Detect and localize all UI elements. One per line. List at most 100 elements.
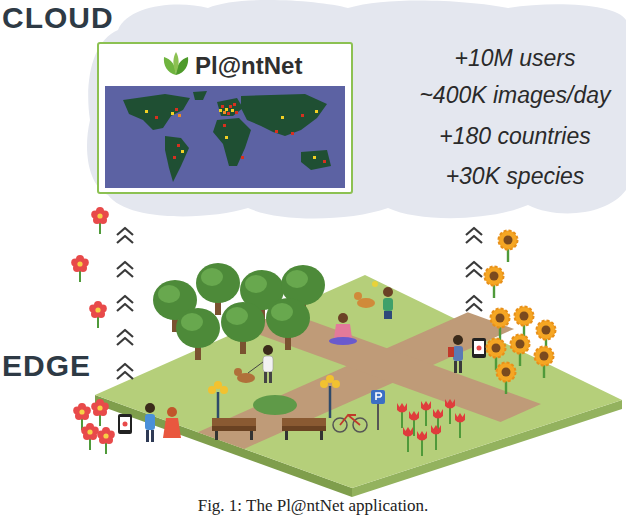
- park-illustration-part: [95, 275, 622, 488]
- park-illustration-part: [118, 414, 132, 434]
- park-illustration-part: [535, 347, 554, 379]
- observation-dots-part: [313, 156, 316, 159]
- parking-sign-part: [371, 390, 385, 404]
- street-lamp-part: [329, 386, 332, 418]
- person-walking-dog-part: [234, 368, 242, 376]
- world-map-part: [301, 150, 331, 170]
- world-map-part: [165, 136, 189, 182]
- people-walking-part: [145, 403, 155, 413]
- park-illustration-part: [117, 296, 133, 311]
- parking-sign-part: [376, 393, 382, 400]
- park-illustration-part: [472, 338, 486, 358]
- street-lamp-part: [214, 381, 222, 389]
- observation-dots-part: [223, 124, 226, 127]
- observation-dots-part: [229, 105, 232, 108]
- logo-leaves-part: [173, 52, 178, 73]
- park-illustration-part: [466, 296, 482, 311]
- world-map-part: [193, 91, 207, 100]
- observation-dots-part: [301, 114, 304, 117]
- street-lamp-part: [326, 375, 334, 383]
- bench-part: [282, 418, 326, 426]
- park-illustration-part: [89, 301, 107, 328]
- park-illustration-part: [117, 262, 133, 277]
- park-illustration-part: [431, 425, 441, 450]
- app-name: Pl@ntNet: [195, 51, 345, 80]
- bench-part: [215, 431, 218, 440]
- park-illustration-part: [117, 330, 133, 345]
- park-illustration-part: [403, 427, 413, 452]
- observation-dots-part: [241, 156, 244, 159]
- observation-dots-part: [225, 136, 228, 139]
- park-illustration-part: [491, 309, 510, 341]
- park-illustration-part: [417, 431, 427, 456]
- park-illustration-part: [497, 363, 516, 395]
- observation-dots-part: [291, 132, 294, 135]
- people-walking-part: [151, 430, 154, 442]
- figure-caption: Fig. 1: The Pl@ntNet application.: [0, 496, 626, 516]
- person-walking-dog: [234, 345, 273, 383]
- bench-part: [285, 431, 288, 440]
- parking-sign-part: [377, 402, 379, 430]
- world-map-part: [213, 118, 251, 166]
- observation-dots-part: [171, 112, 174, 115]
- park-illustration-part: [176, 308, 220, 360]
- person-yoga-part: [334, 324, 352, 338]
- park-illustration-part: [466, 262, 482, 277]
- person-walking-dog-part: [248, 362, 263, 373]
- tier-label: EDGE: [2, 348, 102, 384]
- person-hiker: [448, 335, 463, 373]
- person-playing-part: [383, 298, 393, 311]
- park-illustration-part: [266, 298, 310, 350]
- person-walking-dog-part: [263, 356, 273, 372]
- park-illustration-part: [91, 207, 109, 234]
- park-illustration-part: [485, 267, 504, 299]
- park-illustration-part: [117, 228, 133, 243]
- stat-text: +10M users: [397, 44, 626, 72]
- observation-dots-part: [181, 150, 184, 153]
- parking-sign: [371, 390, 385, 430]
- bicycle-part: [340, 415, 360, 425]
- park-illustration-part: [81, 423, 99, 450]
- bench: [212, 418, 326, 440]
- person-playing-part: [383, 287, 393, 297]
- world-map-part: [241, 94, 327, 136]
- stat-text: +30K species: [397, 162, 626, 190]
- bench-part: [212, 426, 256, 431]
- tier-label: CLOUD: [2, 0, 122, 36]
- person-yoga: [329, 313, 357, 345]
- bush: [253, 395, 297, 415]
- observation-dots-part: [178, 114, 181, 117]
- bench-part: [212, 418, 256, 426]
- world-map-part: [123, 94, 190, 130]
- park-illustration-part: [511, 335, 530, 367]
- park-illustration-part: [117, 364, 133, 379]
- observation-dots-part: [231, 109, 234, 112]
- observation-dots-part: [177, 144, 180, 147]
- person-yoga-part: [338, 313, 348, 323]
- park-illustration-part: [515, 307, 534, 339]
- cloud-region: +10M users~400K images/day+180 countries…: [88, 0, 626, 218]
- observation-dots-part: [223, 111, 226, 114]
- observation-dots-part: [219, 109, 222, 112]
- park-illustration-part: [466, 228, 482, 243]
- person-hiker-part: [459, 361, 462, 373]
- observation-dots-part: [323, 160, 326, 163]
- park-illustration-part: [221, 302, 265, 354]
- world-map: [105, 86, 345, 188]
- park-illustration-part: [91, 399, 109, 426]
- person-playing-part: [372, 281, 378, 287]
- bench-part: [282, 426, 326, 431]
- stat-text: ~400K images/day: [397, 81, 626, 109]
- observation-dots-part: [233, 103, 236, 106]
- person-walking-dog-part: [269, 372, 272, 383]
- person-yoga-part: [329, 337, 357, 345]
- park-illustration-part: [97, 427, 115, 454]
- park-illustration-part: [71, 255, 89, 282]
- people-walking-part: [167, 407, 177, 417]
- person-walking-dog-part: [263, 345, 273, 355]
- logo-leaves: [161, 51, 191, 77]
- people-walking-part: [163, 418, 181, 438]
- observation-dots-part: [155, 116, 158, 119]
- bench-part: [320, 431, 323, 440]
